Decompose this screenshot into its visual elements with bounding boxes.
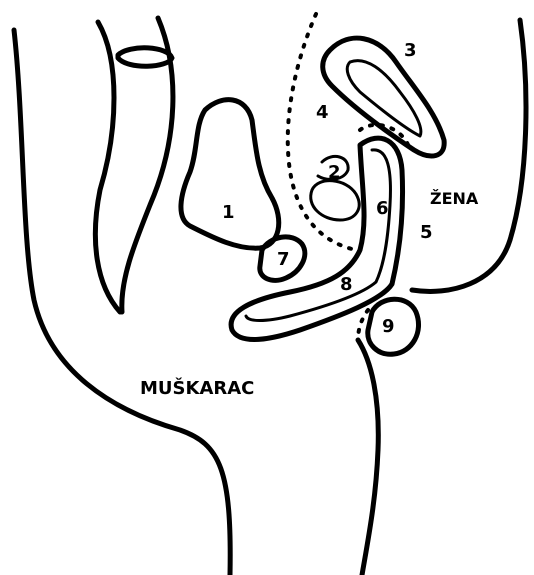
label-3: 3 <box>404 40 417 61</box>
label-7: 7 <box>277 249 290 270</box>
female-front-outline <box>358 340 378 575</box>
label-muskarac: MUŠKARAC <box>140 377 254 399</box>
organ-2 <box>311 181 359 220</box>
male-inner-curve <box>95 22 120 312</box>
male-oval <box>118 48 172 66</box>
label-6: 6 <box>376 198 389 219</box>
label-1: 1 <box>222 202 235 223</box>
label-zena: ŽENA <box>430 189 479 208</box>
organ-1 <box>181 100 279 249</box>
label-9: 9 <box>382 316 395 337</box>
label-5: 5 <box>420 222 433 243</box>
label-8: 8 <box>340 274 353 295</box>
label-4: 4 <box>316 102 329 123</box>
label-2: 2 <box>328 162 341 183</box>
